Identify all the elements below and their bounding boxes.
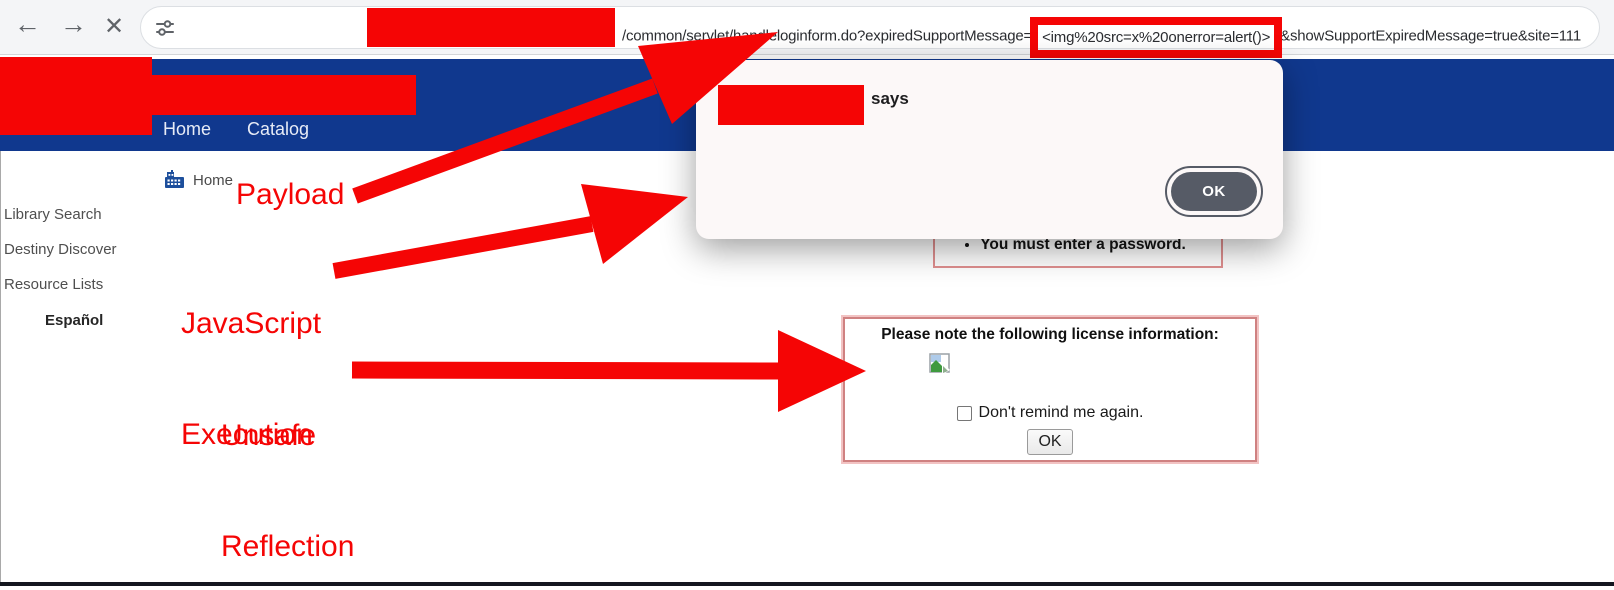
redacted-logo-box [0,57,152,135]
license-info-box: Please note the following license inform… [843,317,1257,462]
annotation-payload-label: Payload [236,178,345,211]
license-title: Please note the following license inform… [881,326,1219,343]
sidebar-item-resource-lists[interactable]: Resource Lists [4,276,104,293]
breadcrumb-home-label[interactable]: Home [193,172,234,189]
site-settings-tune-icon[interactable] [154,17,176,44]
annotation-js-execution-label: JavaScript Execution [181,307,322,451]
close-stop-icon[interactable]: ✕ [104,13,125,40]
alert-ok-button-ring: OK [1165,166,1263,217]
redacted-alert-origin-box [718,85,864,125]
page-bottom-border [0,582,1614,586]
javascript-alert-dialog: says OK [696,60,1283,239]
nav-link-catalog[interactable]: Catalog [247,119,310,139]
password-error-text: You must enter a password. [980,236,1186,254]
page-left-border [0,150,1,583]
license-ok-button[interactable]: OK [1027,429,1073,455]
annotation-unsafe-reflection-label: Unsafe Reflection Site [221,419,355,563]
broken-image-icon [929,353,1255,380]
nav-link-home[interactable]: Home [163,119,212,139]
browser-toolbar: ← → ✕ /common/servlet/handleloginform.do… [0,0,1614,58]
alert-title-row: says [718,85,909,125]
url-pre-segment: /common/servlet/handleloginform.do?expir… [622,27,1033,45]
sidebar-item-destiny-discover[interactable]: Destiny Discover [4,241,117,258]
dont-remind-label[interactable]: Don't remind me again. [978,404,1144,421]
url-xss-payload-segment: <img%20src=x%20onerror=alert()> [1030,17,1283,58]
alert-says-label: says [871,89,909,108]
url-text: /common/servlet/handleloginform.do?expir… [622,16,1581,58]
sidebar-language-link[interactable]: Español [45,312,104,329]
back-arrow-icon[interactable]: ← [14,9,41,39]
redacted-domain-box [367,8,615,47]
alert-ok-button[interactable]: OK [1171,172,1257,211]
sidebar-item-library-search[interactable]: Library Search [4,206,102,223]
js-execution-arrowhead [581,184,688,264]
home-building-icon[interactable] [162,168,187,197]
forward-arrow-icon[interactable]: → [60,9,87,39]
dont-remind-checkbox[interactable] [956,405,972,421]
redacted-site-name-box [151,75,416,115]
url-post-segment: &showSupportExpiredMessage=true&site=111 [1280,27,1581,45]
